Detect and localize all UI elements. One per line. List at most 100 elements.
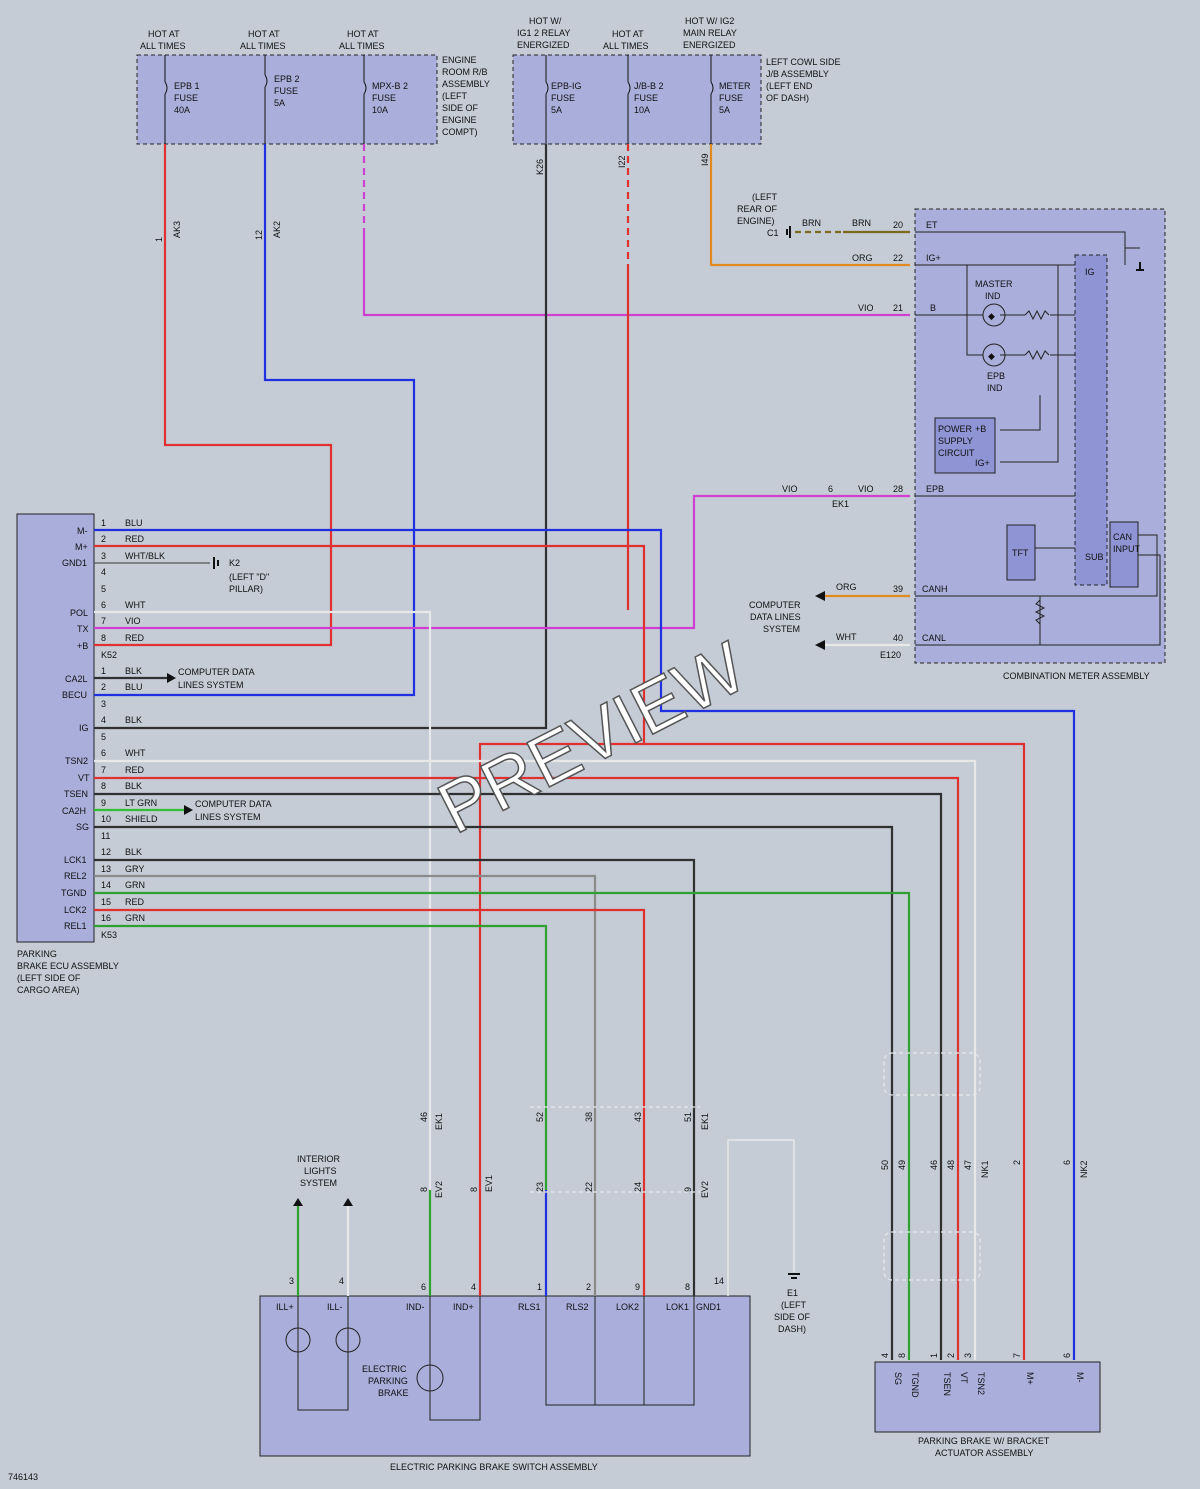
svg-text:BRN: BRN (802, 218, 821, 228)
cowl-jb-box (512, 54, 762, 145)
header-epb1-l1: HOT AT (148, 29, 180, 39)
parking-brake-ecu-box (16, 513, 95, 943)
fuse-mpx-name: MPX-B 2 (372, 81, 408, 91)
wire-vio-mpx-to-meter-b (362, 232, 910, 317)
svg-text:MASTER: MASTER (975, 279, 1013, 289)
svg-text:(LEFT SIDE OF: (LEFT SIDE OF (17, 973, 81, 983)
svg-text:TSN2: TSN2 (65, 756, 88, 766)
svg-text:DASH): DASH) (778, 1324, 806, 1334)
svg-text:20: 20 (893, 220, 903, 230)
svg-text:BRAKE ECU ASSEMBLY: BRAKE ECU ASSEMBLY (17, 961, 119, 971)
svg-text:M+: M+ (1025, 1372, 1035, 1385)
svg-text:FUSE: FUSE (719, 93, 743, 103)
fuse-labels: EPB 1 FUSE 40A EPB 2 FUSE 5A MPX-B 2 FUS… (174, 74, 751, 115)
svg-text:J/B ASSEMBLY: J/B ASSEMBLY (766, 69, 829, 79)
svg-text:(LEFT: (LEFT (752, 192, 778, 202)
svg-text:BRN: BRN (852, 218, 871, 228)
svg-text:21: 21 (893, 303, 903, 313)
meter-sub-bus-label: SUB (1085, 552, 1104, 562)
svg-text:EK1: EK1 (434, 1113, 444, 1130)
meter-resistor-2 (1024, 349, 1050, 361)
svg-text:LOK1: LOK1 (666, 1302, 689, 1312)
svg-text:COMPUTER: COMPUTER (749, 600, 801, 610)
fuse-mpx-symbol (363, 55, 367, 144)
svg-text:22: 22 (584, 1182, 594, 1192)
svg-text:EPB: EPB (926, 484, 944, 494)
svg-text:TGND: TGND (61, 888, 87, 898)
preview-watermark: PREVIEW (426, 627, 758, 849)
svg-text:POL: POL (70, 608, 88, 618)
svg-text:16: 16 (101, 913, 111, 923)
ground-k2-icon (213, 557, 219, 569)
svg-text:B: B (930, 303, 936, 313)
interior-arrow-grn-icon (293, 1198, 303, 1206)
svg-text:46: 46 (929, 1160, 939, 1170)
svg-text:LCK2: LCK2 (64, 905, 87, 915)
svg-text:ENGINE): ENGINE) (737, 216, 775, 226)
svg-text:CAN: CAN (1113, 532, 1132, 542)
svg-text:LEFT COWL SIDE: LEFT COWL SIDE (766, 57, 841, 67)
cdls-arrow-ca2l-icon (167, 673, 176, 683)
svg-text:(LEFT END: (LEFT END (766, 81, 813, 91)
svg-text:E1: E1 (787, 1288, 798, 1298)
header-jbb2-l1: HOT AT (612, 29, 644, 39)
fuse-epb1-name: EPB 1 (174, 81, 200, 91)
epb-switch-box (259, 1295, 751, 1457)
svg-text:CANH: CANH (922, 584, 948, 594)
svg-text:LINES SYSTEM: LINES SYSTEM (195, 812, 261, 822)
svg-text:IND: IND (987, 383, 1003, 393)
actuator-terminals: SG TGND TSEN VT TSN2 M+ M- 4 8 1 2 3 7 6… (880, 1160, 1089, 1398)
diagram-id: 746143 (8, 1472, 38, 1482)
wire-wht-pol (94, 610, 432, 1296)
svg-text:14: 14 (714, 1276, 724, 1286)
wire-blk-shield-sg (94, 825, 894, 1360)
interior-lights-label: INTERIOR LIGHTS SYSTEM (297, 1154, 341, 1188)
header-epbig-l2: IG1 2 RELAY (517, 28, 570, 38)
svg-text:ASSEMBLY: ASSEMBLY (442, 79, 490, 89)
svg-text:5A: 5A (274, 98, 285, 108)
svg-text:LT GRN: LT GRN (125, 798, 157, 808)
svg-text:8: 8 (685, 1282, 690, 1292)
svg-text:BRAKE: BRAKE (378, 1388, 409, 1398)
power-connectors: 1 AK3 12 AK2 K26 I22 I49 (154, 153, 710, 242)
svg-text:1: 1 (101, 518, 106, 528)
svg-text:VIO: VIO (782, 484, 798, 494)
wire-red-vt (94, 776, 960, 1360)
svg-text:24: 24 (633, 1182, 643, 1192)
svg-text:FUSE: FUSE (372, 93, 396, 103)
svg-text:9: 9 (635, 1282, 640, 1292)
svg-text:GND1: GND1 (696, 1302, 721, 1312)
fuse-meter-name: METER (719, 81, 751, 91)
svg-text:GRN: GRN (125, 913, 145, 923)
meter-power-supply-box (934, 417, 996, 474)
svg-text:3: 3 (101, 699, 106, 709)
svg-text:6: 6 (421, 1282, 426, 1292)
svg-text:ILL-: ILL- (327, 1302, 343, 1312)
svg-text:8: 8 (419, 1187, 429, 1192)
header-meter-l3: ENERGIZED (683, 40, 736, 50)
svg-text:EV2: EV2 (434, 1181, 444, 1198)
svg-text:GRY: GRY (125, 864, 144, 874)
svg-text:IND: IND (985, 291, 1001, 301)
svg-text:39: 39 (893, 584, 903, 594)
meter-indicators: ◆ ◆ (982, 303, 1050, 625)
svg-text:6: 6 (828, 484, 833, 494)
svg-text:VIO: VIO (858, 303, 874, 313)
svg-text:COMPT): COMPT) (442, 127, 478, 137)
fuse-epbig-name: EPB-IG (551, 81, 582, 91)
svg-text:28: 28 (893, 484, 903, 494)
svg-text:DATA LINES: DATA LINES (750, 612, 801, 622)
svg-text:CIRCUIT: CIRCUIT (938, 448, 975, 458)
svg-text:ORG: ORG (836, 582, 857, 592)
svg-text:1: 1 (929, 1353, 939, 1358)
svg-text:LINES SYSTEM: LINES SYSTEM (178, 680, 244, 690)
svg-text:EK1: EK1 (832, 499, 849, 509)
switch-internal-wiring (297, 1296, 695, 1421)
svg-text:49: 49 (897, 1160, 907, 1170)
actuator-title-l1: PARKING BRAKE W/ BRACKET (918, 1436, 1050, 1446)
e1-ground-label: E1 (LEFT SIDE OF DASH) (774, 1288, 811, 1334)
wire-grn-tgnd (94, 891, 911, 1360)
svg-text:7: 7 (101, 765, 106, 775)
meter-can-resistor (1034, 599, 1046, 625)
svg-text:CANL: CANL (922, 633, 946, 643)
